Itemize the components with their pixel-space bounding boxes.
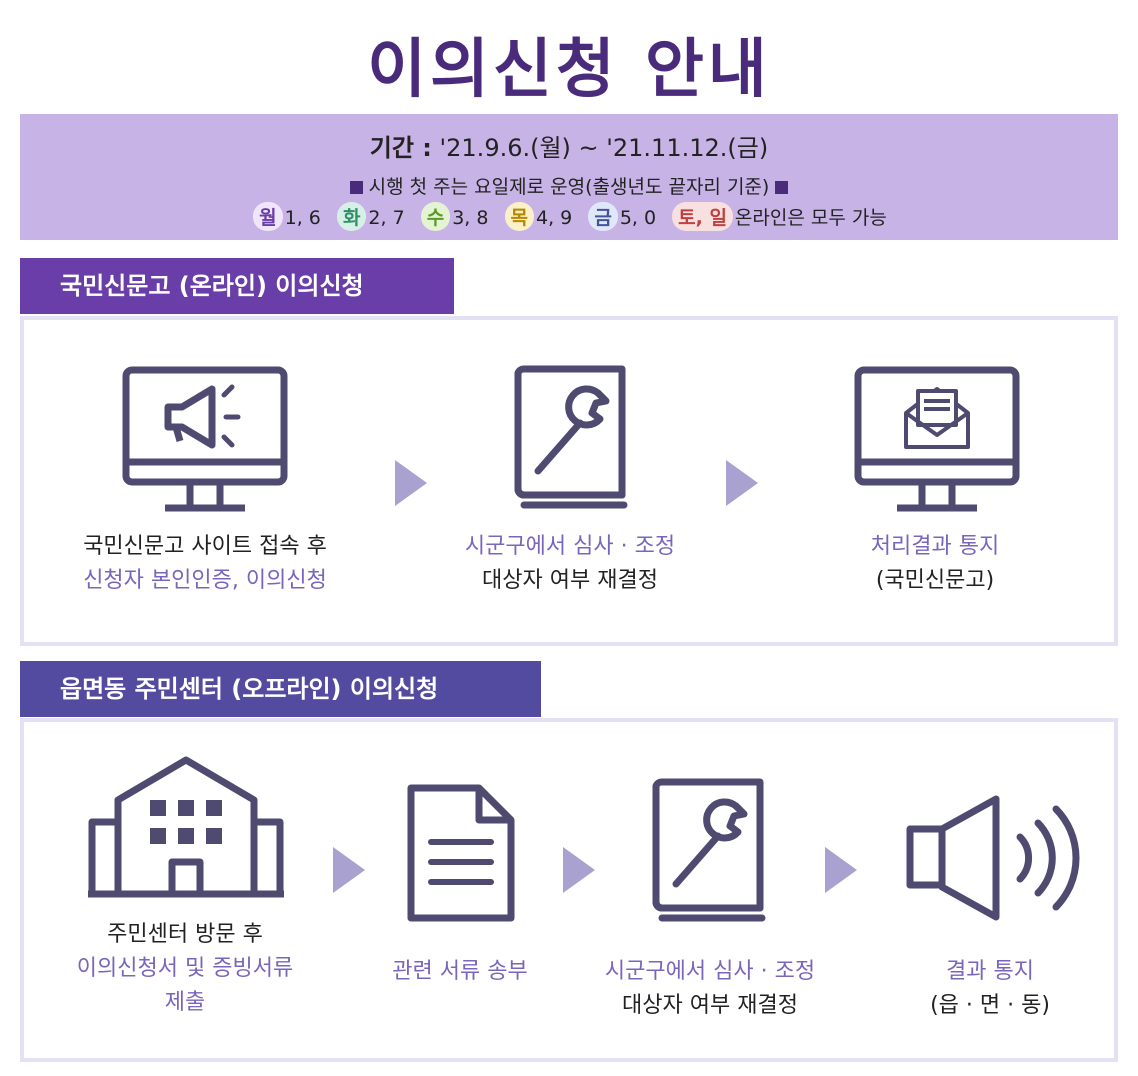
day-badge-fri: 금 [588, 202, 618, 231]
day-nums-fri: 5, 0 [619, 207, 657, 229]
day-nums-thu: 4, 9 [536, 207, 573, 229]
period-dates: 기간 : '21.9.6.(월) ~ '21.11.12.(금) [20, 128, 1118, 163]
day-nums-wed: 3, 8 [452, 207, 489, 229]
online-step-2-caption: 시군구에서 심사 · 조정 대상자 여부 재결정 [464, 534, 676, 593]
day-nums-mon: 1, 6 [284, 207, 321, 229]
speaker-icon [906, 795, 1080, 921]
document-icon [407, 784, 515, 922]
square-bullet-icon [349, 181, 363, 194]
day-badge-wed: 수 [420, 202, 451, 231]
online-step-1-caption: 국민신문고 사이트 접속 후 신청자 본인인증, 이의신청 [83, 534, 327, 593]
day-badge-thu: 목 [504, 202, 535, 231]
offline-step-3-caption: 시군구에서 심사 · 조정 대상자 여부 재결정 [604, 959, 816, 1018]
period-rule-text: 시행 첫 주는 요일제로 운영(출생년도 끝자리 기준) [368, 176, 770, 198]
monitor-megaphone-icon [122, 366, 288, 512]
arrow-right-icon [825, 847, 857, 893]
arrow-right-icon [726, 460, 758, 506]
weekend-note: 온라인은 모두 가능 [734, 207, 887, 229]
day-badge-weekend: 토, 일 [672, 202, 733, 231]
square-bullet-icon [775, 181, 789, 194]
offline-section-heading: 읍면동 주민센터 (오프라인) 이의신청 [20, 661, 541, 717]
online-section-heading: 국민신문고 (온라인) 이의신청 [20, 258, 454, 314]
book-wrench-icon [514, 365, 628, 509]
day-nums-tue: 2, 7 [368, 207, 405, 229]
offline-step-2-caption: 관련 서류 송부 [392, 959, 528, 984]
day-badge-tue: 화 [336, 202, 367, 231]
day-badge-mon: 월 [253, 202, 283, 231]
period-band: 기간 : '21.9.6.(월) ~ '21.11.12.(금) 시행 첫 주는… [20, 114, 1118, 240]
monitor-mail-icon [854, 366, 1020, 512]
period-rule: 시행 첫 주는 요일제로 운영(출생년도 끝자리 기준) [20, 172, 1118, 199]
page-title: 이의신청 안내 [367, 33, 771, 107]
period-label: 기간 : [369, 134, 432, 162]
period-range: '21.9.6.(월) ~ '21.11.12.(금) [439, 134, 769, 162]
arrow-right-icon [395, 460, 427, 506]
offline-step-1-caption: 주민센터 방문 후 이의신청서 및 증빙서류 제출 [76, 922, 294, 1015]
online-step-3-caption: 처리결과 통지 (국민신문고) [870, 534, 1000, 593]
offline-step-4-caption: 결과 통지 (읍 · 면 · 동) [930, 959, 1050, 1018]
book-wrench-icon [652, 778, 766, 922]
arrow-right-icon [333, 847, 365, 893]
arrow-right-icon [563, 847, 595, 893]
building-icon [88, 756, 284, 898]
